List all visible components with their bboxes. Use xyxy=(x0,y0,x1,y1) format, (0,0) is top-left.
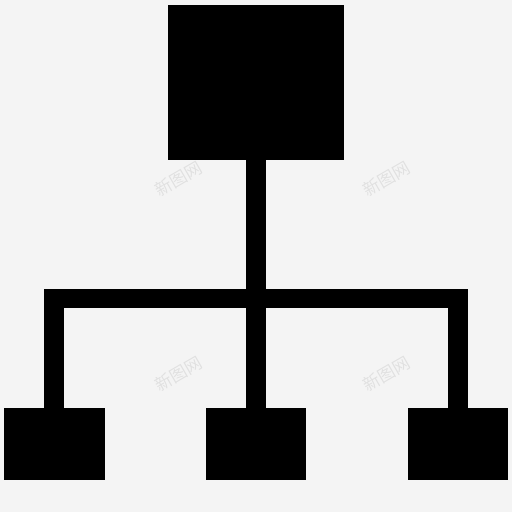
vertical-connector xyxy=(246,160,266,408)
horizontal-connector xyxy=(44,289,468,308)
left-branch-connector xyxy=(44,289,64,408)
right-branch-connector xyxy=(448,289,468,408)
bottom-right-node xyxy=(408,408,508,480)
top-node xyxy=(168,5,344,160)
bottom-left-node xyxy=(4,408,105,480)
bottom-center-node xyxy=(206,408,306,480)
